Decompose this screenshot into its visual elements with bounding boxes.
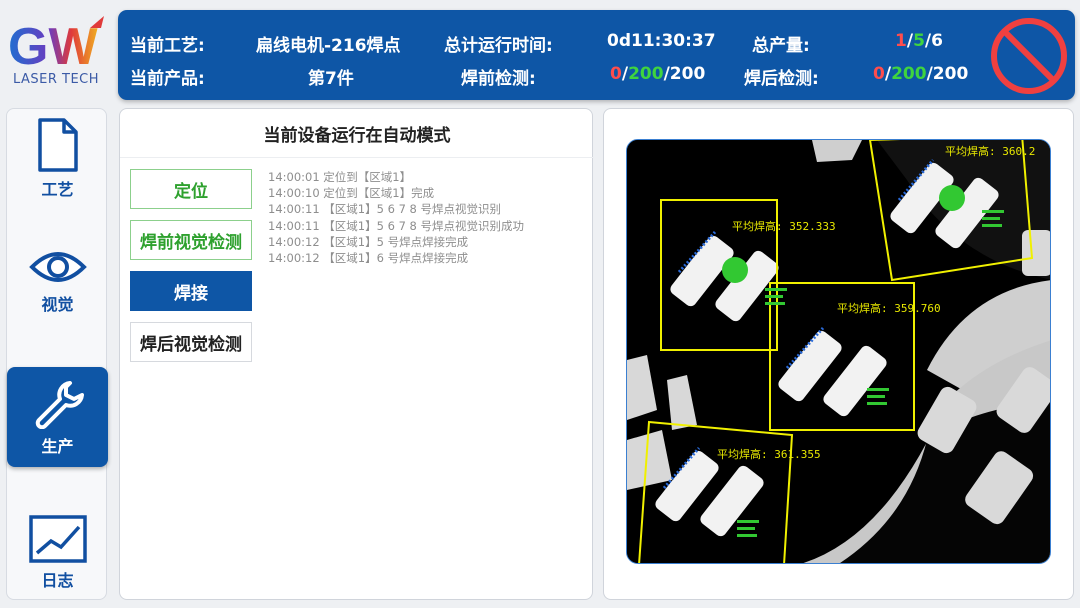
document-icon [37,118,78,172]
step-welding[interactable]: 焊接 [130,271,252,311]
wrench-icon [35,381,84,429]
runtime-label: 总计运行时间: [444,36,553,56]
sidebar-item-label: 日志 [41,571,74,590]
output-sep-2: / [924,31,932,51]
pre-check-label: 焊前检测: [461,69,536,89]
vision-label: 平均焊高: 352.333 [732,219,836,233]
no-entry-icon[interactable] [988,16,1070,96]
sidebar-item-label: 工艺 [41,180,74,199]
vision-panel: 平均焊高: 352.333 平均焊高: 360.2 平均焊高: 359.760 … [603,108,1074,600]
post-sep-2: / [926,64,933,84]
weld-marker [939,185,965,211]
output-counter: 1/5/6 [895,31,943,51]
company-logo: GW LASER TECH [0,0,112,100]
eye-icon [28,252,87,282]
log-entry: 14:00:10 定位到【区域1】完成 [268,186,435,201]
output-sep-1: / [906,31,914,51]
log-entry: 14:00:11 【区域1】5 6 7 8 号焊点视觉识别 [268,202,502,217]
sidebar-item-label: 生产 [41,437,74,456]
event-log: 14:00:01 定位到【区域1】 14:00:10 定位到【区域1】完成 14… [268,169,588,266]
output-total: 6 [931,31,943,51]
divider [120,157,594,158]
pre-sep-1: / [621,64,629,84]
chart-icon [28,515,87,563]
step-positioning[interactable]: 定位 [130,169,252,209]
sidebar-nav: 工艺 视觉 生产 日志 [6,108,108,603]
vision-label: 平均焊高: 360.2 [945,144,1035,158]
log-entry: 14:00:11 【区域1】5 6 7 8 号焊点视觉识别成功 [268,218,525,233]
pre-check-counter: 0/200/200 [610,64,705,84]
log-entry: 14:00:12 【区域1】5 号焊点焊接完成 [268,234,469,249]
post-check-fail: 0 [873,64,885,84]
svg-text:GW: GW [8,18,98,74]
weld-marker [722,257,748,283]
sidebar-item-production[interactable]: 生产 [7,367,108,467]
sidebar-item-log[interactable]: 日志 [7,503,108,603]
vision-label: 平均焊高: 361.355 [717,447,821,461]
log-entry: 14:00:12 【区域1】6 号焊点焊接完成 [268,251,469,266]
post-sep-1: / [884,64,892,84]
output-done: 5 [913,31,925,51]
status-header: 当前工艺: 扁线电机-216焊点 总计运行时间: 0d11:30:37 总产量:… [118,10,1075,100]
process-label: 当前工艺: [130,36,205,56]
vision-label: 平均焊高: 359.760 [837,301,941,315]
sidebar-item-process[interactable]: 工艺 [7,109,108,209]
log-entry: 14:00:01 定位到【区域1】 [268,170,412,184]
post-check-counter: 0/200/200 [873,64,968,84]
post-check-pass: 200 [891,64,927,84]
output-current: 1 [895,31,907,51]
pre-check-total: 200 [669,64,706,84]
output-label: 总产量: [752,36,810,56]
sidebar-item-label: 视觉 [41,295,74,314]
runtime-value: 0d11:30:37 [607,31,716,51]
logo-subtitle: LASER TECH [12,72,100,87]
product-label: 当前产品: [130,69,205,89]
pre-sep-2: / [663,64,670,84]
product-value: 第7件 [308,69,354,89]
step-post-weld-vision[interactable]: 焊后视觉检测 [130,322,252,362]
step-pre-weld-vision[interactable]: 焊前视觉检测 [130,220,252,260]
sidebar-item-vision[interactable]: 视觉 [7,231,108,331]
pre-check-fail: 0 [610,64,622,84]
process-status-panel: 当前设备运行在自动模式 定位 焊前视觉检测 焊接 焊后视觉检测 14:00:01… [119,108,594,600]
gw-logo-mark: GW [8,16,104,74]
vision-image: 平均焊高: 352.333 平均焊高: 360.2 平均焊高: 359.760 … [627,140,1050,563]
post-check-label: 焊后检测: [744,69,819,89]
post-check-total: 200 [932,64,969,84]
mode-title: 当前设备运行在自动模式 [263,126,451,146]
vision-camera-view[interactable]: 平均焊高: 352.333 平均焊高: 360.2 平均焊高: 359.760 … [626,139,1051,564]
process-value: 扁线电机-216焊点 [256,36,401,56]
pre-check-pass: 200 [628,64,664,84]
